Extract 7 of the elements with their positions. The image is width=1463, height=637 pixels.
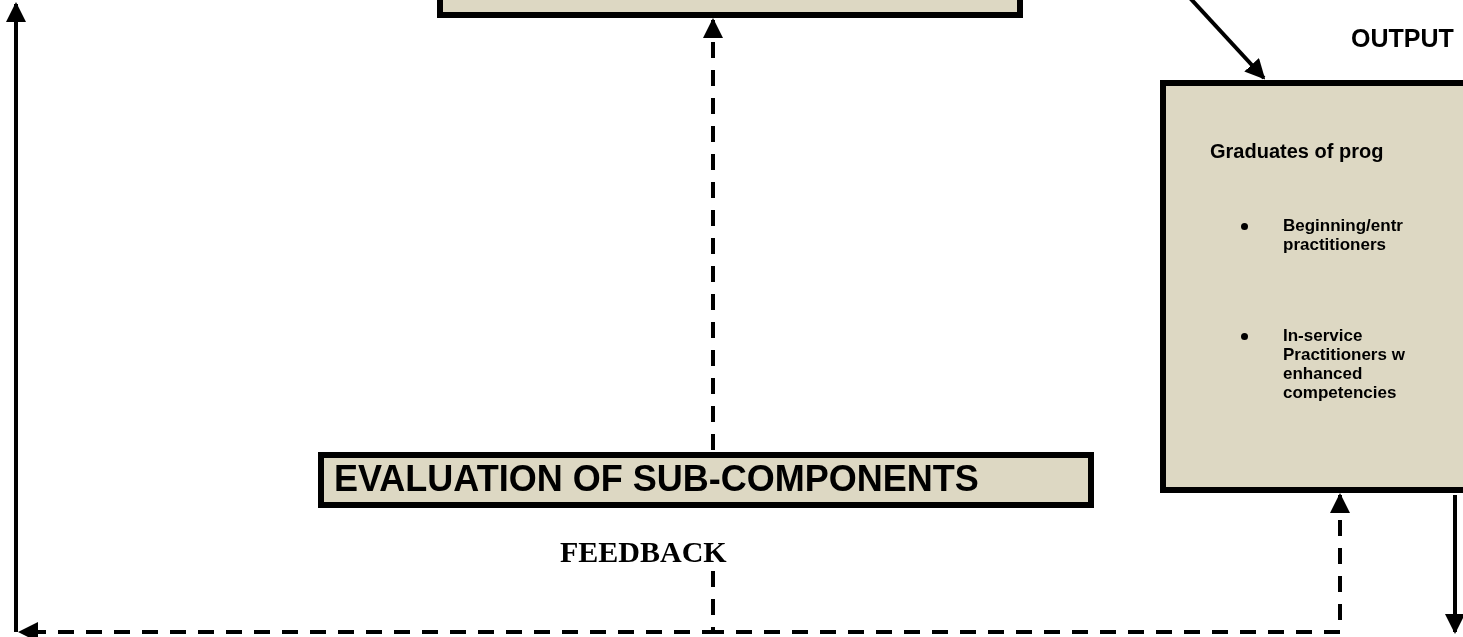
box-heading: Graduates of prog [1210, 140, 1384, 163]
section-heading: OUTPUT [1351, 24, 1454, 52]
bullet-text: In-service Practitioners w enhanced competencies [1283, 326, 1406, 403]
box-title: EVALUATION OF SUB-COMPONENTS [334, 459, 979, 500]
feedback-label: FEEDBACK [560, 535, 727, 569]
evaluation-box [318, 452, 1094, 508]
bullet-text: Beginning/entr practitioners [1283, 216, 1404, 255]
